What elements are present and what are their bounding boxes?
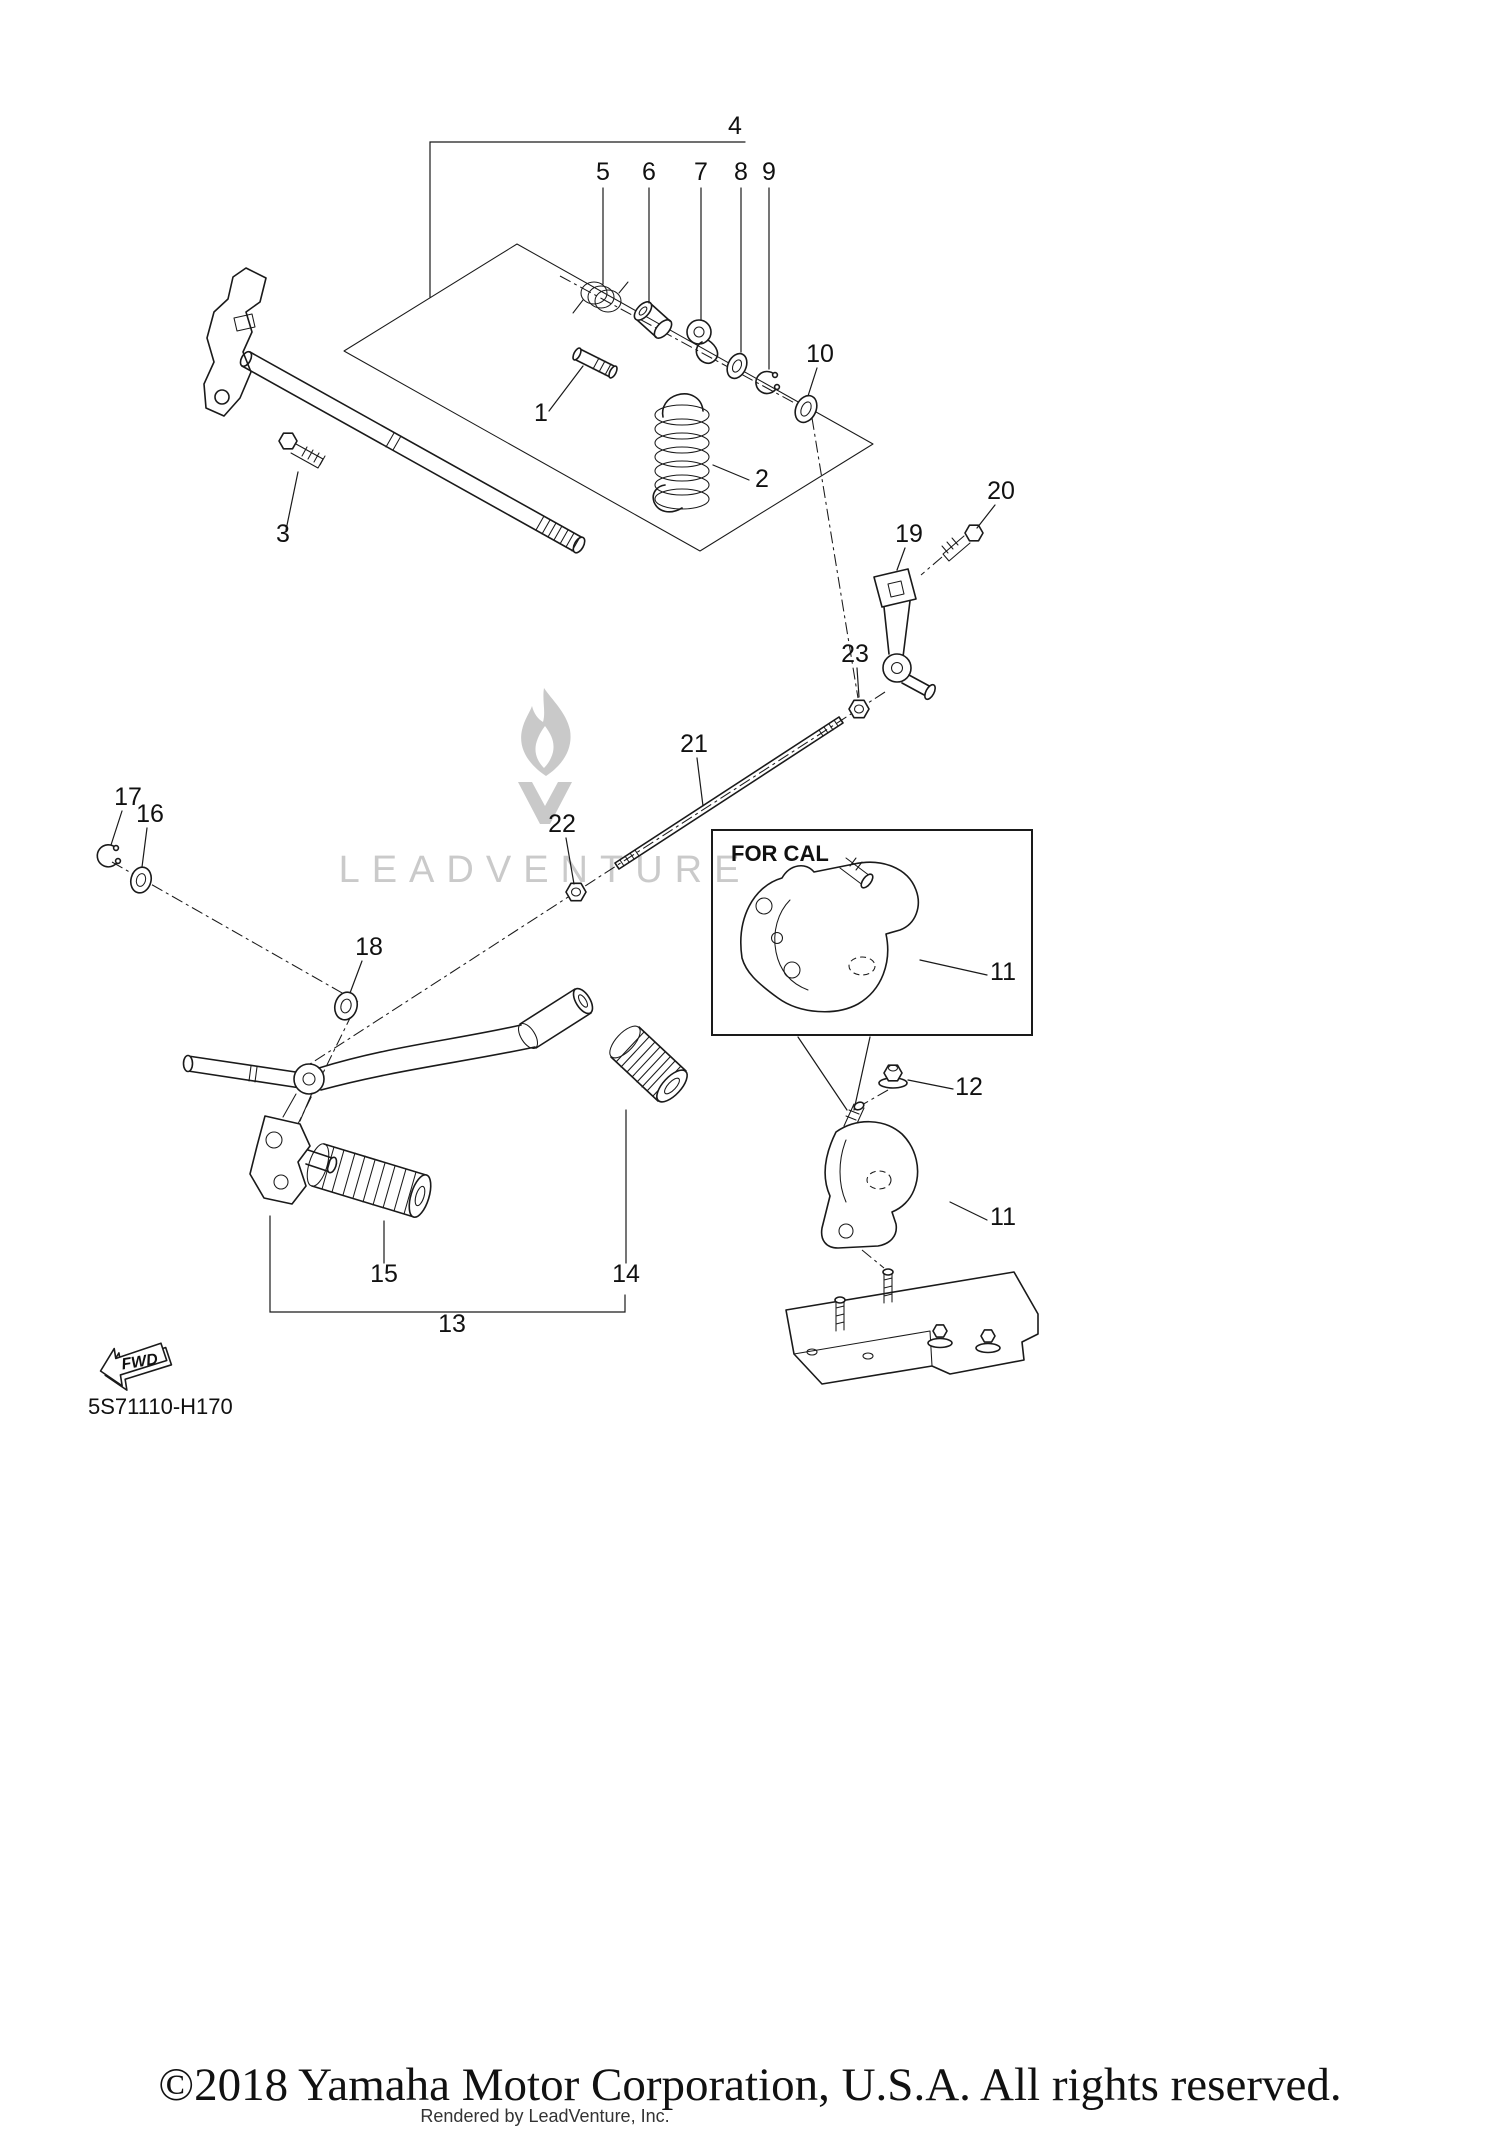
- circlip-part17: [96, 844, 122, 868]
- nut-part22: [565, 882, 587, 902]
- washer-part18: [333, 991, 359, 1021]
- callout-13[interactable]: 13: [438, 1310, 466, 1338]
- callout-9[interactable]: 9: [762, 158, 776, 186]
- pedal-pivot-bracket: [249, 1115, 311, 1205]
- for-cal-box: FOR CAL: [711, 829, 1033, 1036]
- callout-7[interactable]: 7: [694, 158, 708, 186]
- flange-nut-part12: [878, 1064, 908, 1089]
- callout-4-bracket: [429, 141, 746, 298]
- stopper-plate: [203, 267, 267, 417]
- nut-part23: [848, 699, 870, 719]
- callout-1[interactable]: 1: [534, 399, 548, 427]
- callout-12[interactable]: 12: [955, 1073, 983, 1101]
- callout-13-bracket: [269, 1215, 626, 1313]
- torsion-spring-part5: [572, 281, 629, 314]
- bolt-part3: [278, 432, 326, 469]
- washer-part16: [129, 866, 153, 894]
- callout-3[interactable]: 3: [276, 520, 290, 548]
- assembly-outline-part4: [343, 243, 874, 552]
- callout-4[interactable]: 4: [728, 112, 742, 140]
- callout-19[interactable]: 19: [895, 520, 923, 548]
- watermark: LEADVENTURE: [339, 688, 752, 891]
- callout-18[interactable]: 18: [355, 933, 383, 961]
- shift-rod-part21: [614, 716, 844, 870]
- callout-22[interactable]: 22: [548, 810, 576, 838]
- for-cal-label: FOR CAL: [731, 841, 829, 866]
- pedal-assembly-part13: [182, 987, 594, 1205]
- callout-17[interactable]: 17: [114, 783, 142, 811]
- part-code: 5S71110-H170: [88, 1394, 233, 1419]
- shaft-splines: [385, 432, 581, 552]
- callout-10[interactable]: 10: [806, 340, 834, 368]
- circlip-part9: [755, 370, 781, 395]
- fwd-label: FWD: [120, 1351, 159, 1374]
- callout-6[interactable]: 6: [642, 158, 656, 186]
- bracket-part11-cal: [740, 857, 920, 1013]
- bracket-part11: [820, 1101, 919, 1249]
- callout-21[interactable]: 21: [680, 730, 708, 758]
- watermark-v-icon: [518, 782, 572, 824]
- callout-2[interactable]: 2: [755, 465, 769, 493]
- rubber-part14: [609, 1025, 688, 1103]
- callout-8[interactable]: 8: [734, 158, 748, 186]
- fwd-arrow: FWD: [99, 1342, 173, 1391]
- shift-arm-part19: [873, 568, 936, 701]
- watermark-flame-cutout: [535, 726, 554, 768]
- callout-14[interactable]: 14: [612, 1260, 640, 1288]
- mounting-plate: [785, 1268, 1039, 1385]
- spring-part2: [652, 393, 710, 513]
- shift-shaft: [239, 350, 586, 554]
- callout-23[interactable]: 23: [841, 640, 869, 668]
- callout-11[interactable]: 11: [990, 1203, 1016, 1231]
- callout-20[interactable]: 20: [987, 477, 1015, 505]
- washer-part10: [794, 394, 818, 424]
- for-cal-pointer-lines: [797, 1036, 871, 1111]
- bolt-part20: [941, 524, 984, 562]
- callout-5[interactable]: 5: [596, 158, 610, 186]
- copyright-text: ©2018 Yamaha Motor Corporation, U.S.A. A…: [158, 2059, 1341, 2111]
- callout-15[interactable]: 15: [370, 1260, 398, 1288]
- leader-lines: [110, 187, 996, 1264]
- rendered-by-text: Rendered by LeadVenture, Inc.: [420, 2106, 669, 2126]
- rubber-part15: [306, 1143, 432, 1219]
- centerlines: [111, 275, 943, 1269]
- pin-part1: [572, 347, 618, 379]
- callout-16[interactable]: 16: [136, 800, 164, 828]
- washer-part8: [726, 352, 748, 380]
- collar-part6: [633, 301, 673, 339]
- callout-11-cal[interactable]: 11: [990, 958, 1016, 986]
- watermark-text: LEADVENTURE: [339, 849, 752, 891]
- link-part7: [686, 319, 719, 364]
